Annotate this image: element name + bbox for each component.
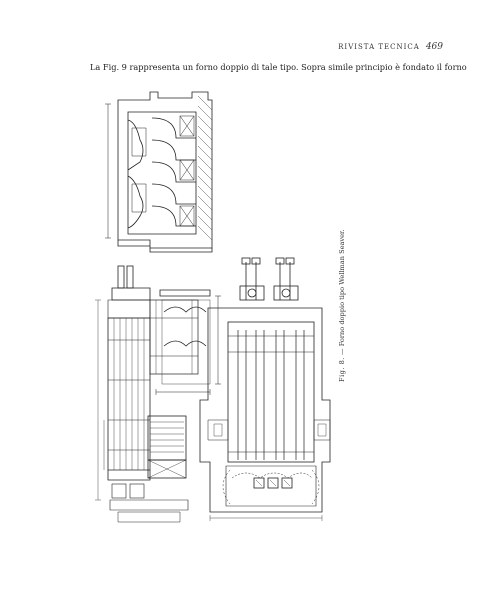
top-cross-section [105,91,213,253]
figure-caption-text: — Forno doppio tipo Wellman Seaver. [338,229,346,355]
body-text-line: La Fig. 9 rappresenta un forno doppio di… [90,62,467,72]
side-elevation [95,265,221,523]
running-header: RIVISTA TECNICA 469 [338,42,443,52]
journal-title: RIVISTA TECNICA [338,43,420,51]
page-number: 469 [425,42,443,52]
figure-caption: Fig. 8. — Forno doppio tipo Wellman Seav… [338,229,350,382]
plan-view [199,257,331,521]
figure-number: Fig. 8. [338,357,346,382]
